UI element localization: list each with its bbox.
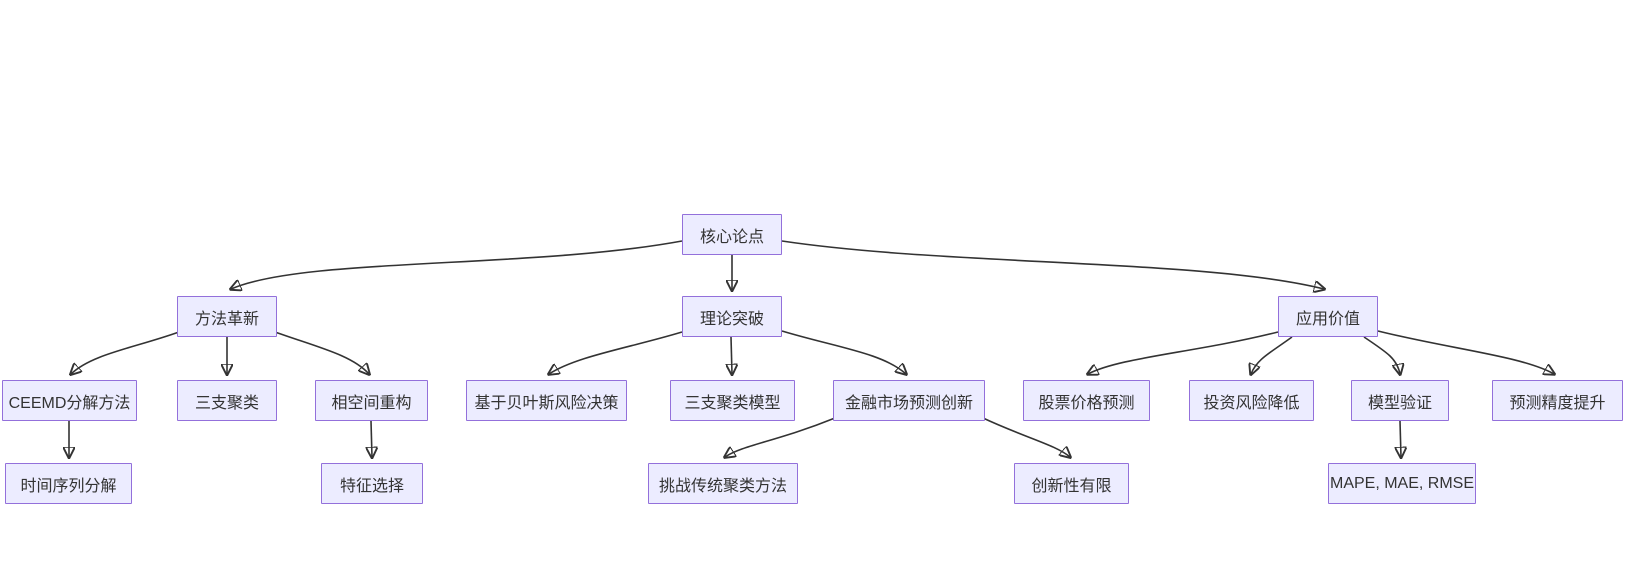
node-financial-market-forecast-innovation: 金融市场预测创新 <box>833 380 985 421</box>
node-core-argument: 核心论点 <box>682 214 782 255</box>
node-stock-price-prediction: 股票价格预测 <box>1023 380 1150 421</box>
node-bayesian-risk-decision: 基于贝叶斯风险决策 <box>466 380 627 421</box>
edge-theory-to-finmarket <box>781 330 906 374</box>
node-label: 挑战传统聚类方法 <box>658 477 787 495</box>
edge-application-to-stock <box>1088 331 1279 374</box>
node-three-way-clustering-model: 三支聚类模型 <box>670 380 795 421</box>
node-label: 金融市场预测创新 <box>844 394 973 412</box>
node-label: 模型验证 <box>1367 394 1432 412</box>
node-theory-breakthrough: 理论突破 <box>682 296 782 337</box>
node-label: 时间序列分解 <box>20 477 117 495</box>
edge-method-to-phase <box>274 331 369 374</box>
edge-theory-to-twcmodel <box>731 336 732 374</box>
node-label: 三支聚类 <box>194 394 259 412</box>
node-label: 方法革新 <box>194 310 259 328</box>
node-feature-selection: 特征选择 <box>321 463 423 504</box>
node-label: 基于贝叶斯风险决策 <box>474 394 619 412</box>
edge-finmarket-to-challenge <box>725 417 836 457</box>
node-ceemd-decomposition: CEEMD分解方法 <box>2 380 137 421</box>
edge-theory-to-bayes <box>549 331 683 374</box>
edge-application-to-modelvalid <box>1363 336 1400 374</box>
node-model-validation: 模型验证 <box>1351 380 1449 421</box>
node-label: CEEMD分解方法 <box>8 394 131 412</box>
node-label: 核心论点 <box>699 228 764 246</box>
node-limited-innovation: 创新性有限 <box>1014 463 1129 504</box>
node-application-value: 应用价值 <box>1278 296 1378 337</box>
node-label: 股票价格预测 <box>1038 394 1135 412</box>
edge-application-to-investrisk <box>1251 336 1293 374</box>
node-label: 应用价值 <box>1295 310 1360 328</box>
edge-modelvalid-to-metrics <box>1400 420 1401 457</box>
node-label: 投资风险降低 <box>1203 394 1300 412</box>
node-three-way-clustering: 三支聚类 <box>177 380 277 421</box>
node-label: 三支聚类模型 <box>684 394 781 412</box>
node-investment-risk-reduction: 投资风险降低 <box>1189 380 1314 421</box>
node-label: 创新性有限 <box>1031 477 1112 495</box>
node-phase-space-reconstruction: 相空间重构 <box>315 380 428 421</box>
edge-finmarket-to-limitinnov <box>982 417 1070 457</box>
node-time-series-decomposition: 时间序列分解 <box>5 463 132 504</box>
node-label: 特征选择 <box>339 477 404 495</box>
node-prediction-accuracy-improvement: 预测精度提升 <box>1492 380 1623 421</box>
edge-application-to-accuracy <box>1377 330 1554 374</box>
node-error-metrics: MAPE, MAE, RMSE <box>1328 463 1476 504</box>
node-label: 预测精度提升 <box>1509 394 1606 412</box>
node-label: 相空间重构 <box>331 394 412 412</box>
node-method-innovation: 方法革新 <box>177 296 277 337</box>
node-label: 理论突破 <box>699 310 764 328</box>
edge-phase-to-feature <box>371 420 372 457</box>
edge-core-to-application <box>781 240 1324 289</box>
edge-core-to-method <box>231 240 683 289</box>
node-label: MAPE, MAE, RMSE <box>1329 474 1475 492</box>
edge-method-to-ceemd <box>71 331 180 374</box>
node-challenge-traditional-clustering: 挑战传统聚类方法 <box>648 463 798 504</box>
